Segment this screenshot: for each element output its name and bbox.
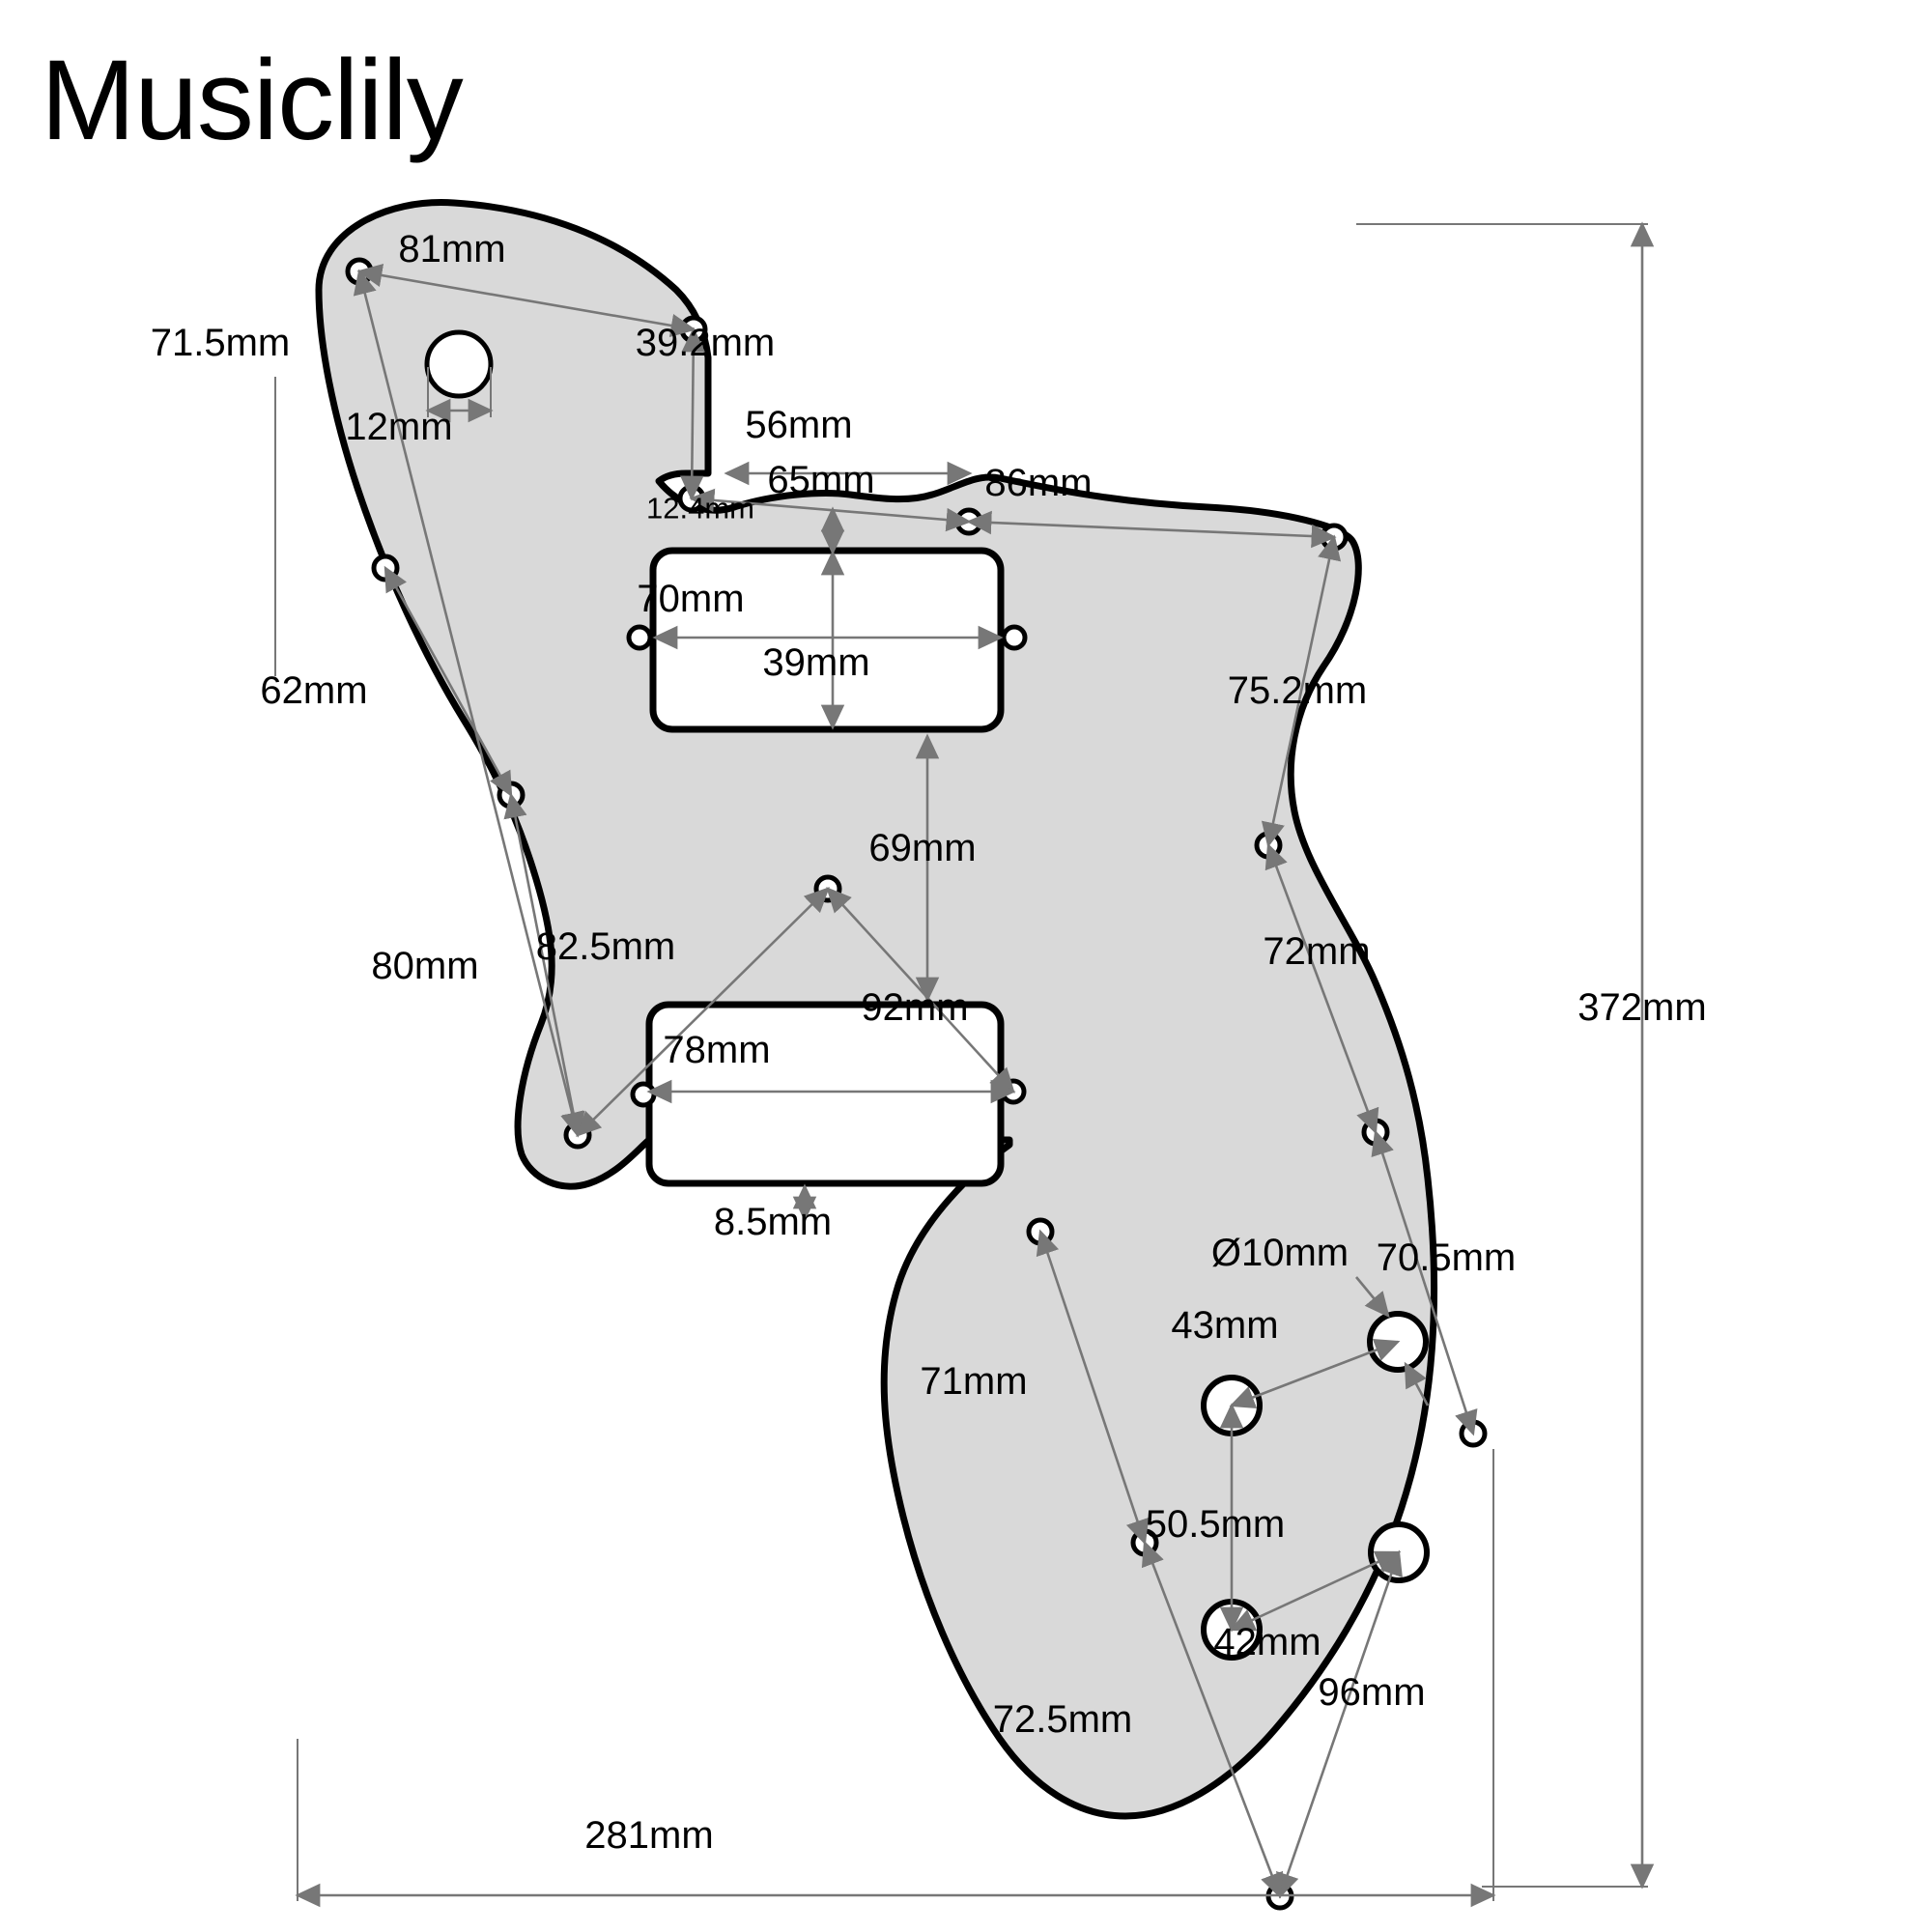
dimension-label-diagonal-span: 82.5mm bbox=[535, 925, 676, 968]
dimension-label-upper-left-edge: 71.5mm bbox=[150, 322, 291, 364]
dimension-label-right-upper-edge: 75.2mm bbox=[1227, 669, 1368, 712]
switch-hole bbox=[424, 329, 494, 399]
dimension-label-cavity2-diagonal: 92mm bbox=[861, 986, 969, 1029]
dimension-label-jack-hole-dia: Ø10mm bbox=[1210, 1232, 1350, 1274]
dimension-label-right-lower-edge: 70.5mm bbox=[1376, 1236, 1517, 1279]
dimension-label-cavity2-width: 78mm bbox=[663, 1029, 771, 1071]
dimension-label-neck-notch-span: 65mm bbox=[767, 459, 875, 501]
dimension-label-neck-step: 39.2mm bbox=[635, 322, 776, 364]
dimension-label-left-mid-edge: 62mm bbox=[260, 669, 368, 712]
dimension-lines bbox=[274, 221, 1655, 1908]
dimension-label-knob-vertical: 50.5mm bbox=[1145, 1503, 1286, 1546]
dimension-label-lower-left-edge: 71mm bbox=[920, 1360, 1028, 1403]
dimension-label-cavity-spacing: 69mm bbox=[868, 827, 977, 869]
dimension-label-cavity1-top-gap: 12.4mm bbox=[646, 491, 754, 526]
dimension-label-control-hole-dia: 12mm bbox=[345, 406, 453, 448]
dimension-label-bottom-left-edge: 72.5mm bbox=[992, 1698, 1133, 1741]
dimension-label-cavity1-width: 70mm bbox=[637, 578, 745, 620]
dimension-label-cavity2-bottom-gap: 8.5mm bbox=[713, 1201, 833, 1243]
brand-title: Musiclily bbox=[41, 37, 464, 164]
dimension-label-overall-height: 372mm bbox=[1577, 986, 1707, 1029]
dimension-label-knob-span-2: 42mm bbox=[1213, 1621, 1321, 1663]
dimension-label-knob-span-1: 43mm bbox=[1171, 1304, 1279, 1347]
dimension-label-right-mid-edge: 72mm bbox=[1263, 930, 1371, 973]
dimension-label-cavity1-height: 39mm bbox=[762, 641, 870, 684]
dimension-label-overall-width: 281mm bbox=[584, 1814, 714, 1857]
dimension-label-top-span: 81mm bbox=[398, 228, 506, 270]
dimension-label-left-lower-edge: 80mm bbox=[371, 945, 479, 987]
dimension-label-neck-notch-width: 56mm bbox=[745, 404, 853, 446]
dimension-label-upper-right-span: 86mm bbox=[984, 462, 1093, 504]
dimension-label-bottom-right-edge: 96mm bbox=[1318, 1671, 1426, 1714]
